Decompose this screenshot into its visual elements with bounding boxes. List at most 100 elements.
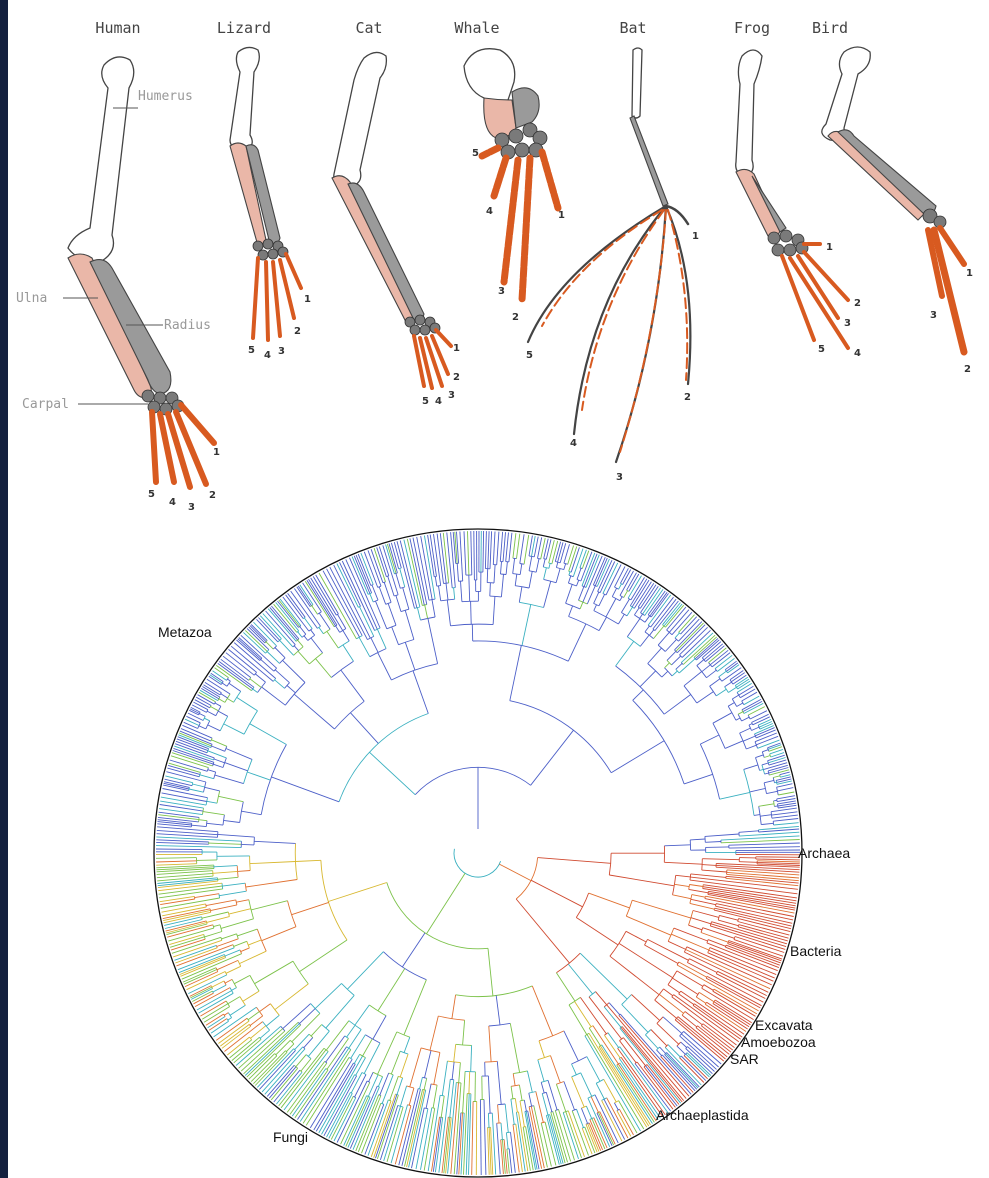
tree-branch (294, 647, 304, 656)
frog-carpals (768, 230, 808, 256)
tree-branch (742, 692, 757, 701)
tree-branch (501, 562, 502, 575)
tree-branch (439, 586, 441, 601)
tree-branch (773, 776, 780, 778)
tree-branch (556, 1084, 565, 1111)
tree-branch (756, 755, 764, 758)
tree-branch (349, 1021, 361, 1030)
tree-branch (513, 558, 515, 573)
tree-branch (405, 642, 415, 670)
tree-branch (463, 1020, 465, 1045)
tree-branch (367, 636, 373, 639)
tree-branch (415, 767, 530, 794)
tree-branch (732, 699, 736, 707)
tree-branch (400, 587, 405, 588)
tree-branch (594, 611, 619, 624)
tree-branch (340, 629, 346, 633)
whale-digit-5: 5 (472, 148, 479, 159)
tree-branch (211, 905, 237, 911)
tree-branch (202, 912, 228, 918)
tree-branch (774, 800, 777, 801)
tree-branch (645, 626, 649, 632)
tree-branch (640, 614, 643, 618)
tree-branch (754, 815, 760, 816)
tree-branch (454, 849, 501, 877)
title-bird: Bird (812, 19, 848, 37)
tree-branch (729, 843, 800, 845)
tree-branch (298, 632, 303, 638)
tree-branch (275, 680, 285, 689)
tree-branch (549, 563, 550, 568)
bat-digit-2: 2 (684, 392, 691, 403)
tree-branch (740, 728, 751, 733)
tree-branch (242, 811, 262, 815)
bird-ulna (828, 131, 926, 220)
tree-branch (462, 601, 479, 602)
tree-branch (437, 586, 441, 587)
tree-branch (764, 756, 770, 758)
tree-branch (609, 853, 611, 875)
tree-branch (520, 534, 524, 563)
figure-svg: Human Lizard Cat Whale Bat Frog Bird 1 2 (8, 0, 989, 1178)
tree-branch (488, 1113, 489, 1127)
tree-branch (739, 832, 799, 836)
tree-branch (501, 1123, 502, 1140)
tree-branch (262, 687, 286, 705)
tree-branch (720, 792, 750, 799)
tree-branch (714, 989, 757, 1014)
tree-branch (488, 948, 493, 996)
label-ulna: Ulna (16, 291, 47, 306)
tree-branch (350, 1092, 352, 1093)
tree-branch (515, 574, 517, 586)
tree-branch (288, 593, 306, 617)
tree-branch (218, 711, 228, 716)
tree-branch (298, 651, 309, 664)
tree-branch (503, 532, 506, 562)
tree-branch (524, 535, 529, 564)
tree-branch (506, 562, 507, 575)
tree-branch (700, 735, 719, 744)
tree-branch (677, 1046, 686, 1054)
tree-branch (275, 984, 309, 1010)
tree-branch (424, 1108, 428, 1109)
clade-metazoa: Metazoa (158, 624, 212, 640)
tree-branch (522, 604, 531, 645)
tree-branch (501, 574, 507, 575)
whale-digit-1: 1 (558, 210, 565, 221)
tree-branch (457, 563, 458, 581)
tree-branch (355, 1005, 369, 1025)
tree-branch (343, 630, 349, 641)
tree-branch (311, 638, 323, 653)
tree-branch (170, 937, 204, 948)
tree-branch (200, 775, 214, 779)
tree-branch (640, 585, 656, 609)
tree-branch (378, 1077, 382, 1087)
tree-branch (634, 615, 645, 622)
tree-branch (713, 713, 732, 724)
tree-branch (251, 901, 287, 910)
human-digit-1: 1 (213, 447, 220, 458)
tree-branch (569, 997, 580, 1005)
tree-branch (600, 562, 615, 593)
tree-branch (212, 981, 224, 987)
tree-branch (706, 847, 729, 848)
tree-branch (156, 858, 197, 859)
tree-branch (286, 1044, 294, 1052)
tree-branch (402, 933, 425, 967)
tree-branch (770, 754, 771, 757)
human-humerus (68, 57, 134, 262)
homology-panel: Human Lizard Cat Whale Bat Frog Bird 1 2 (16, 19, 973, 513)
tree-branch (663, 1017, 682, 1034)
tree-branch (710, 686, 717, 696)
tree-branch (206, 721, 210, 729)
tree-branch (223, 815, 224, 825)
tree-branch (510, 701, 611, 773)
tree-branch (218, 877, 238, 879)
tree-branch (691, 874, 726, 878)
tree-branch (409, 1088, 414, 1105)
tree-branch (300, 627, 306, 635)
tree-branch (702, 665, 711, 672)
tree-branch (217, 939, 239, 947)
tree-branch (240, 802, 244, 823)
tree-branch (569, 606, 573, 617)
